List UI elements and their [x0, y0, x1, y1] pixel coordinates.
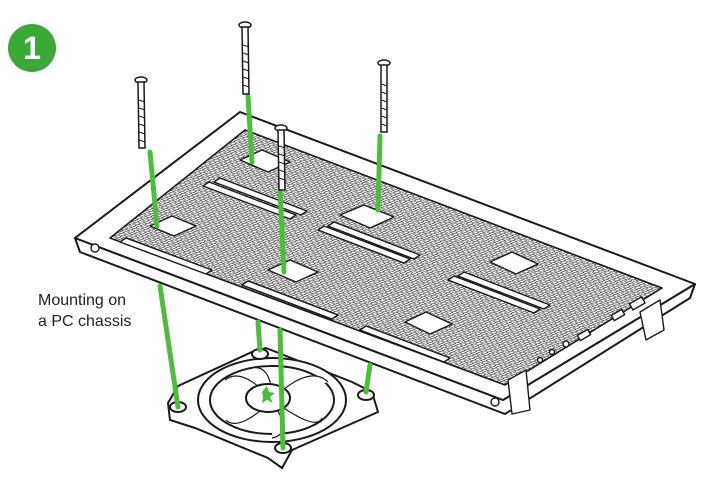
mounting-caption: Mounting on a PC chassis: [38, 290, 168, 332]
alignment-guides: [147, 93, 383, 451]
screws: [134, 21, 391, 191]
screw-icon: [238, 21, 252, 95]
guide-line: [245, 93, 255, 165]
guide-line: [363, 362, 373, 395]
guide-line: [375, 133, 383, 213]
razer-logo-icon: [262, 386, 275, 403]
guide-line: [277, 187, 287, 275]
step-number-badge: 1: [8, 24, 56, 72]
screw-icon: [134, 76, 148, 149]
guide-line: [255, 319, 263, 353]
screw-icon: [274, 124, 288, 191]
caption-line-2: a PC chassis: [38, 313, 132, 330]
caption-line-1: Mounting on: [38, 292, 127, 309]
guide-line: [277, 327, 286, 451]
guide-line: [157, 283, 181, 410]
screw-icon: [377, 59, 391, 133]
chassis-panel: [74, 111, 696, 415]
fan-icon: [166, 346, 380, 470]
guide-line: [147, 149, 160, 229]
